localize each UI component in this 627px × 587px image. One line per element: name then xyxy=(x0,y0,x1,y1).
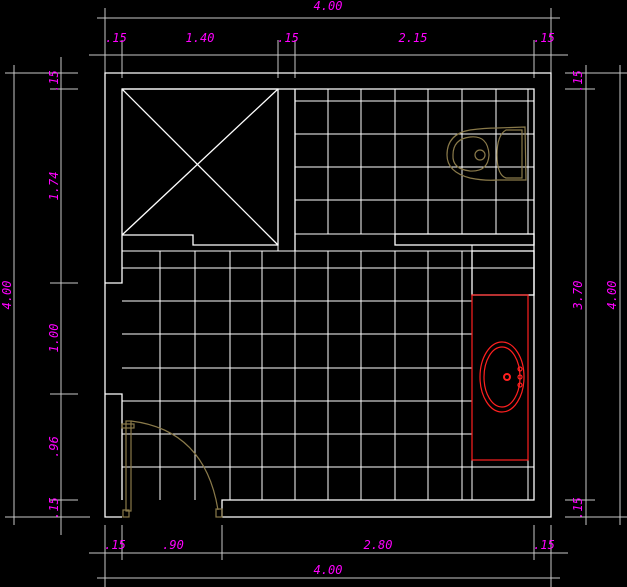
dim-left-5: .15 xyxy=(47,497,61,519)
dim-right-3: .15 xyxy=(571,497,585,519)
dim-left-3: 1.00 xyxy=(47,324,61,353)
dim-top-total: 4.00 xyxy=(314,0,343,13)
vanity-sink xyxy=(471,294,529,461)
dim-top-1: .15 xyxy=(105,31,127,45)
dim-left-2: 1.74 xyxy=(47,172,61,201)
dimension-lines xyxy=(5,8,627,587)
shower xyxy=(121,88,296,251)
dim-top-5: .15 xyxy=(533,31,555,45)
dimension-labels: 4.00 .15 1.40 .15 2.15 .15 .15 .90 2.80 … xyxy=(0,0,619,577)
dim-top-4: 2.15 xyxy=(399,31,428,45)
dim-top-2: 1.40 xyxy=(186,31,215,45)
dim-bottom-4: .15 xyxy=(533,538,555,552)
dim-left-total: 4.00 xyxy=(0,281,14,310)
dim-left-1: .15 xyxy=(47,70,61,92)
dim-bottom-1: .15 xyxy=(104,538,126,552)
dim-bottom-2: .90 xyxy=(162,538,184,552)
dim-right-1: .15 xyxy=(571,70,585,92)
dim-right-total: 4.00 xyxy=(605,281,619,310)
dim-left-4: .96 xyxy=(47,436,61,458)
dim-top-3: .15 xyxy=(277,31,299,45)
counter xyxy=(394,233,535,296)
door xyxy=(121,420,223,518)
toilet xyxy=(446,126,527,181)
dim-right-2: 3.70 xyxy=(571,281,585,311)
dim-bottom-3: 2.80 xyxy=(364,538,393,552)
walls xyxy=(104,72,552,518)
dim-bottom-total: 4.00 xyxy=(314,563,343,577)
